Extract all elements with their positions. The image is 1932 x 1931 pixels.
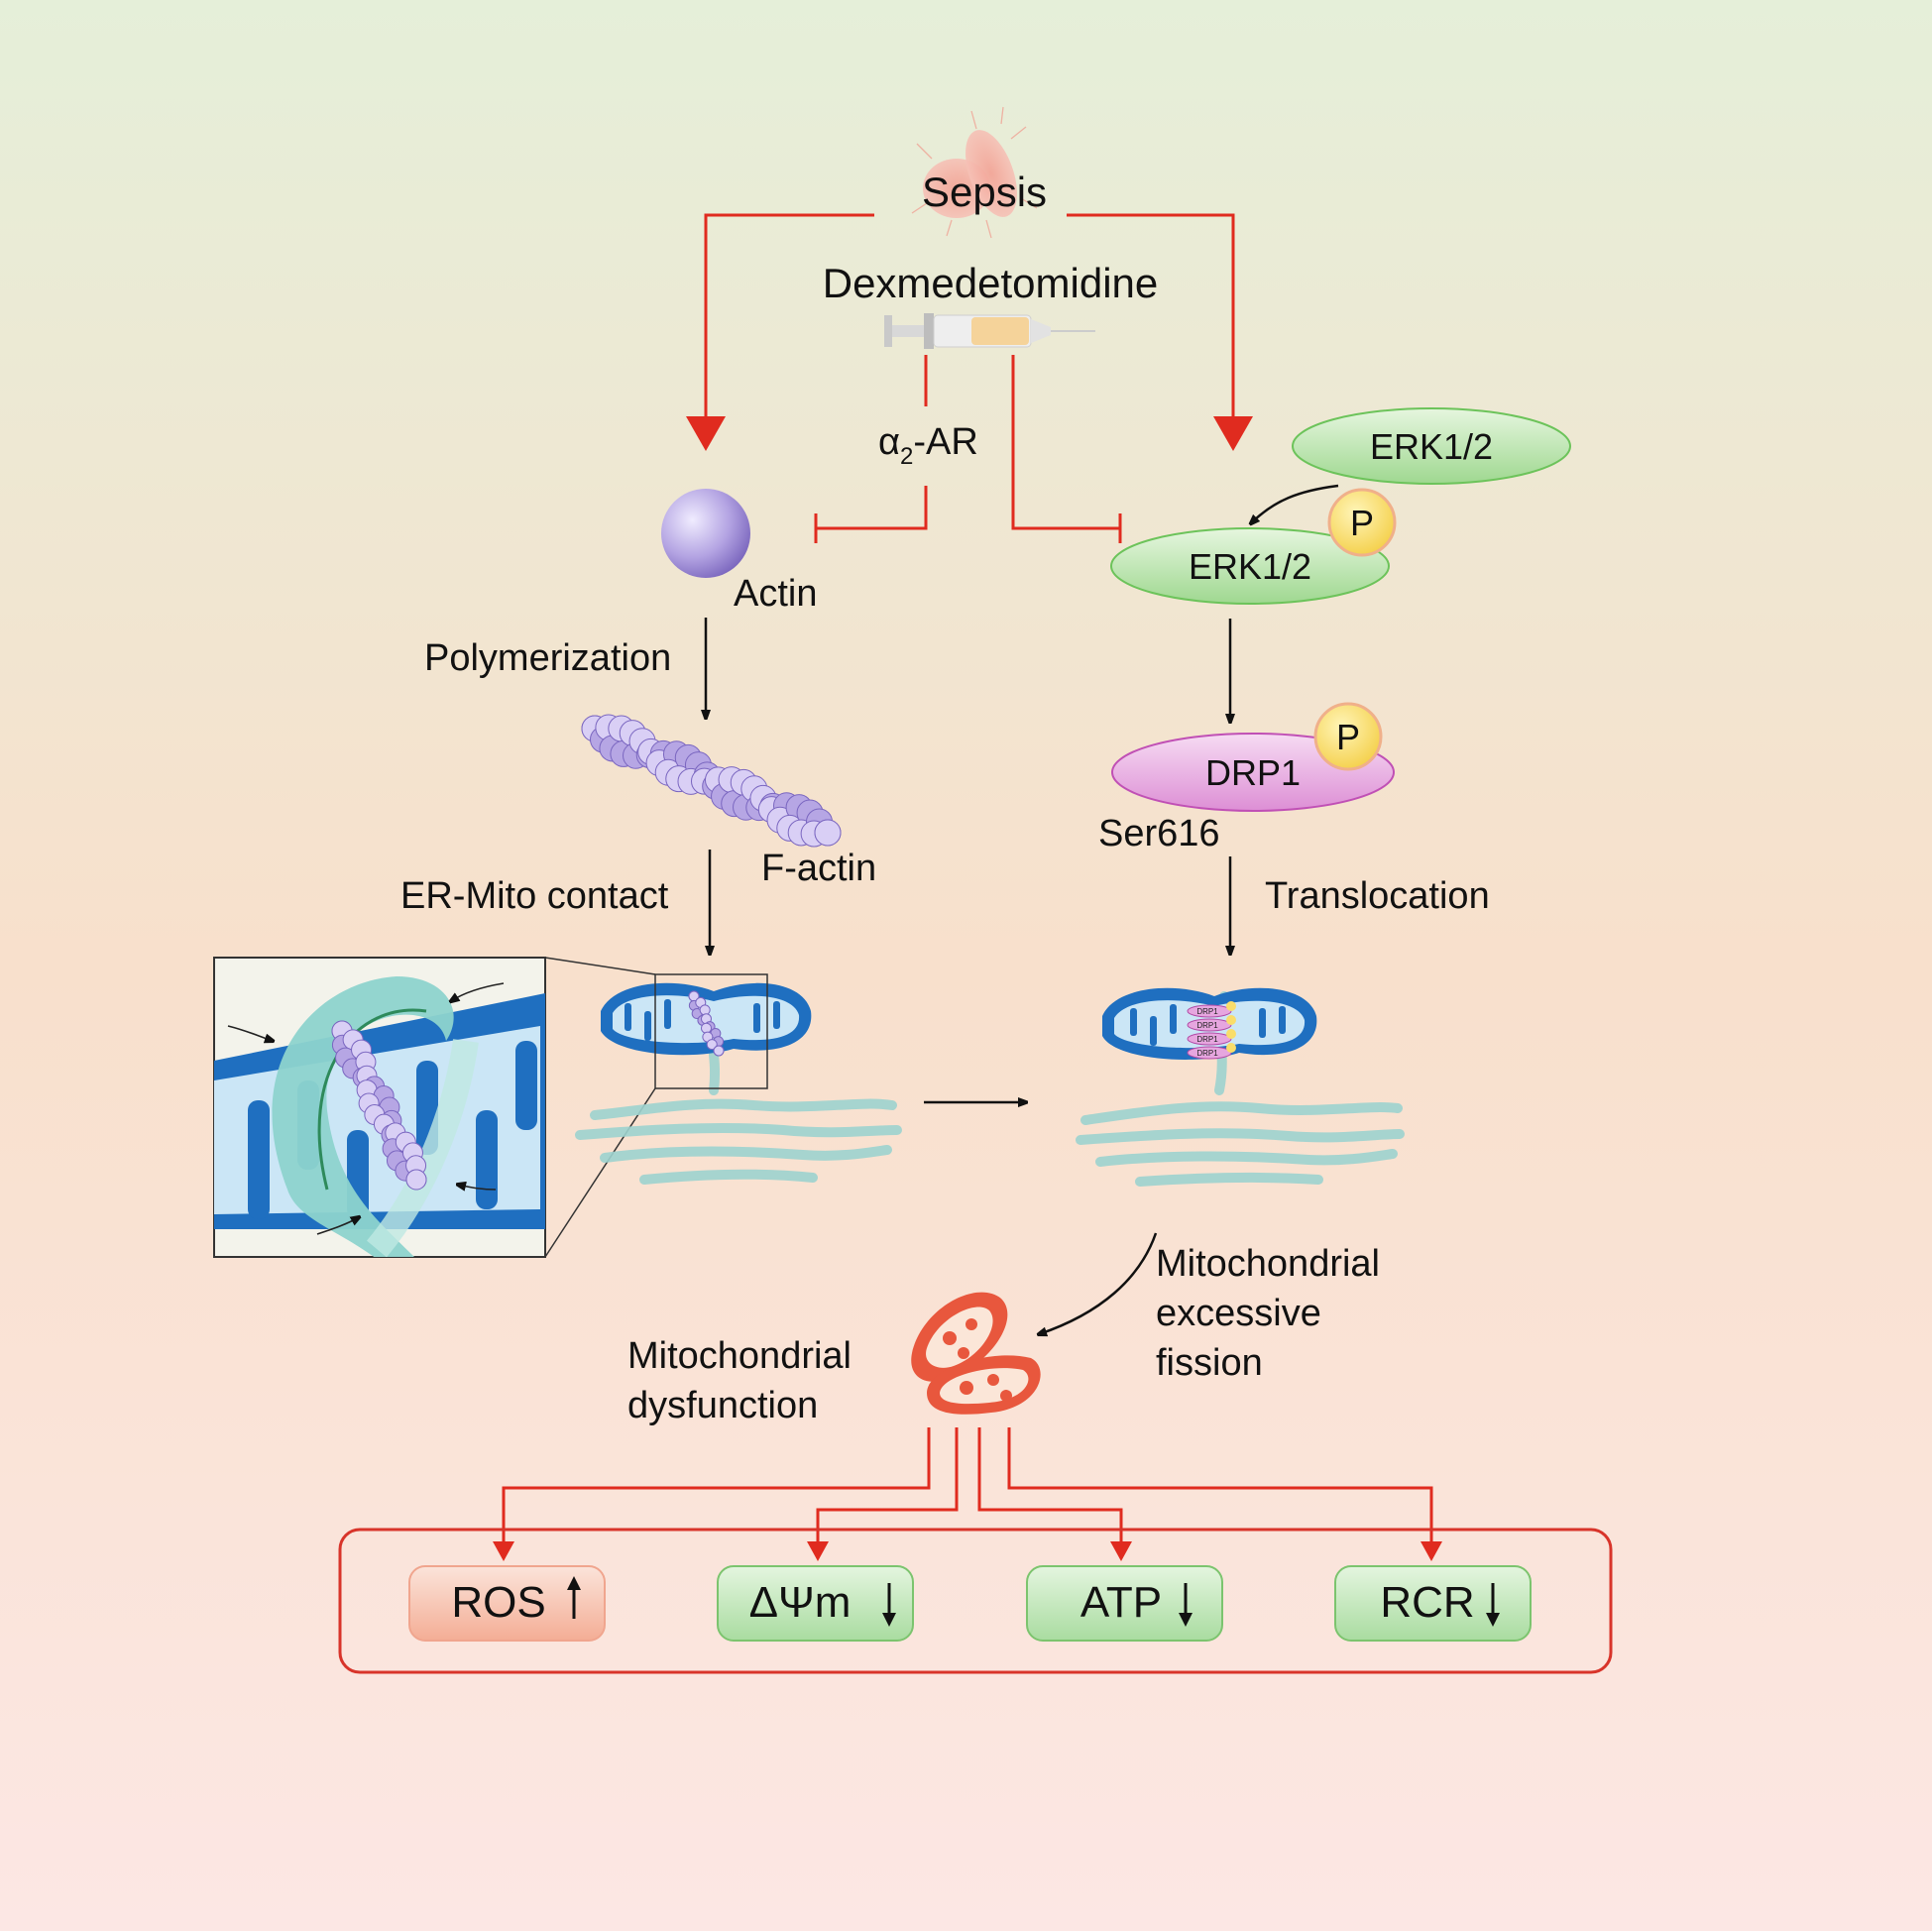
- er-mito-left: [575, 973, 902, 1185]
- drp1-ring-label-1: DRP1: [1196, 1007, 1218, 1016]
- er-mito-right-fission: DRP1 DRP1 DRP1 DRP1: [1076, 987, 1405, 1187]
- erk-p-label: P: [1350, 503, 1374, 543]
- syringe-icon: [884, 313, 1095, 349]
- actin-label: Actin: [734, 573, 817, 615]
- sepsis-arrows: [704, 213, 1235, 421]
- erk-unphosphorylated: [1292, 407, 1571, 485]
- er-mito-contact-label: ER-Mito contact: [400, 875, 669, 917]
- sepsis-left-arrowhead: [686, 416, 726, 451]
- translocation-label: Translocation: [1265, 875, 1490, 917]
- drp1-ring-label-2: DRP1: [1196, 1021, 1218, 1030]
- atp-label: ATP: [1080, 1578, 1162, 1627]
- drp1-ring-label-4: DRP1: [1196, 1049, 1218, 1058]
- outcome-arrowheads: [493, 1541, 1442, 1561]
- drp1-p-label: P: [1336, 717, 1360, 757]
- drp1-label: DRP1: [1205, 752, 1301, 793]
- dysfunction-label: Mitochondrial dysfunction: [627, 1335, 862, 1426]
- down-arrow-icon: [1486, 1583, 1500, 1627]
- outcome-atp: ATP: [1026, 1565, 1223, 1642]
- phosphorylation-arrow: [1251, 484, 1339, 523]
- drp1-phosphate-badge: [1313, 702, 1383, 771]
- rcr-label: RCR: [1380, 1578, 1474, 1627]
- delta-psi-label: ΔΨm: [749, 1578, 852, 1627]
- polymerization-label: Polymerization: [424, 637, 671, 679]
- down-arrow-icon: [1179, 1583, 1193, 1627]
- erk-phosphate-badge: [1327, 488, 1397, 557]
- erk-phosphorylated: [1110, 527, 1390, 605]
- outcome-ros: ROS: [408, 1565, 606, 1642]
- alpha2-ar-label: α2-AR: [878, 421, 978, 470]
- sepsis-right-arrowhead: [1213, 416, 1253, 451]
- f-actin-label: F-actin: [761, 848, 876, 889]
- zoom-lines: [544, 957, 656, 1258]
- ros-label: ROS: [451, 1578, 545, 1627]
- f-actin-filament: [581, 714, 842, 848]
- actin-monomer: [661, 489, 750, 578]
- drp1-ring-label-3: DRP1: [1196, 1035, 1218, 1044]
- fission-label: Mitochondrial excessive fission: [1156, 1243, 1391, 1384]
- outcome-rcr: RCR: [1334, 1565, 1532, 1642]
- dexmedetomidine-label: Dexmedetomidine: [823, 260, 1159, 306]
- fragmented-mitochondria-icon: [911, 1292, 1041, 1415]
- dex-inhibition-lines: [814, 355, 1122, 543]
- erk-top-label: ERK1/2: [1370, 426, 1493, 467]
- sepsis-label: Sepsis: [922, 169, 1047, 215]
- outcome-frame: [338, 1528, 1613, 1674]
- up-arrow-icon: [567, 1576, 581, 1619]
- outcome-membrane-potential: ΔΨm: [717, 1565, 914, 1642]
- er-mito-inset: [213, 957, 546, 1258]
- bacteria-icon: [911, 106, 1038, 239]
- ser616-label: Ser616: [1098, 813, 1220, 854]
- fission-arrow: [1039, 1232, 1158, 1334]
- erk-phospho-label: ERK1/2: [1189, 546, 1311, 587]
- down-arrow-icon: [882, 1583, 896, 1627]
